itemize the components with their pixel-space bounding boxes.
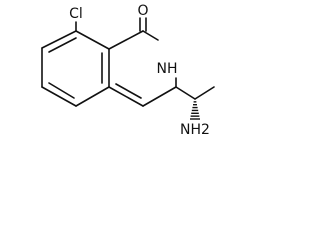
- bond: [142, 86, 177, 107]
- stereo-hashed-wedge: [190, 101, 200, 120]
- bond: [75, 30, 110, 50]
- bond: [108, 86, 144, 107]
- bond: [41, 30, 77, 49]
- bond: [41, 86, 77, 107]
- atom-label-nh: NH: [157, 61, 178, 77]
- benzene-ring: [41, 30, 110, 107]
- bond: [142, 30, 159, 41]
- bond: [175, 86, 196, 100]
- bond: [75, 86, 110, 107]
- bond-inner: [48, 82, 75, 99]
- bond: [194, 86, 215, 100]
- bond-inner: [48, 37, 77, 53]
- molecule-structure: Cl O NH NH2: [41, 3, 215, 138]
- atom-label-amine: NH2: [180, 122, 210, 138]
- carbonyl-bond: [139, 17, 147, 32]
- structure-canvas: Cl O NH NH2: [41, 3, 215, 138]
- bond: [108, 30, 144, 50]
- side-chain: [175, 86, 215, 100]
- bond-inner: [115, 83, 142, 99]
- atom-label-cl: Cl: [69, 6, 83, 22]
- pyridinone-ring: [108, 30, 177, 107]
- atom-label-o: O: [137, 3, 148, 19]
